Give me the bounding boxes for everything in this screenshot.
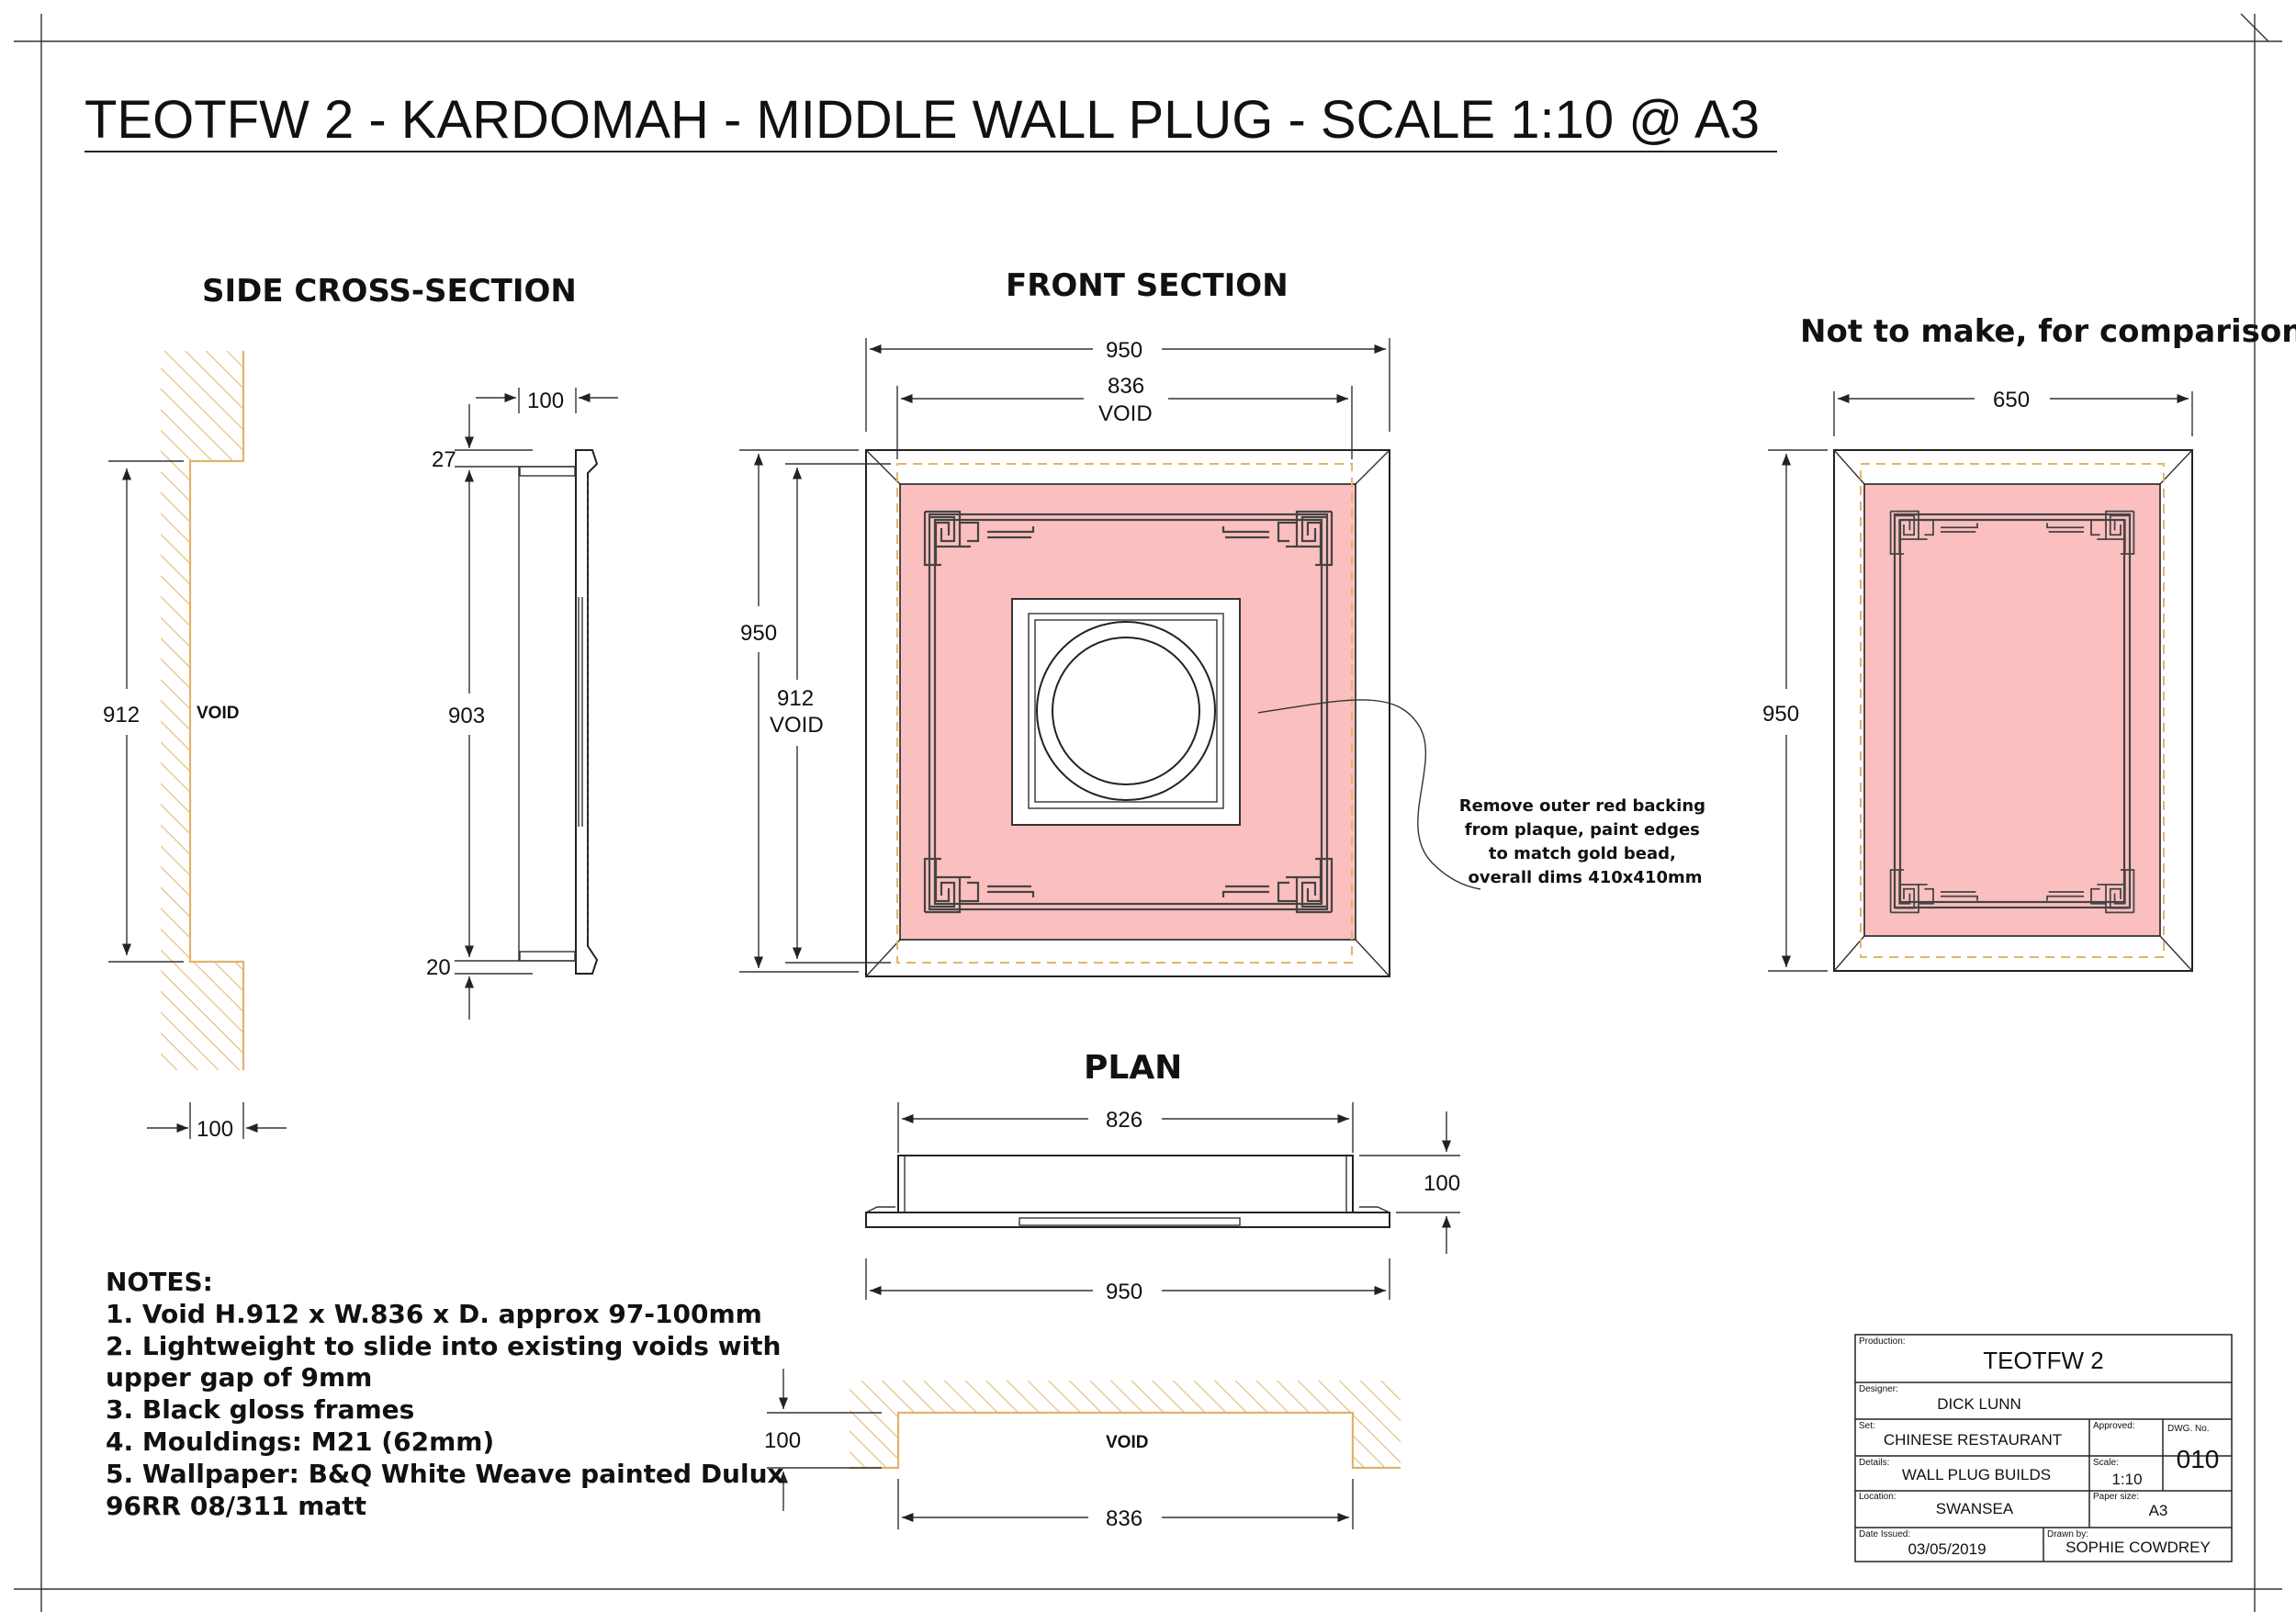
tb-drawn: SOPHIE COWDREY	[2065, 1539, 2211, 1556]
side-dim-903-text: 903	[448, 704, 485, 728]
tb-set: CHINESE RESTAURANT	[1884, 1431, 2062, 1449]
svg-text:Remove outer red backing: Remove outer red backing from plaque, pa…	[1459, 796, 1712, 887]
front-dim-950-text: 950	[1106, 338, 1142, 363]
annotation-line-2: from plaque, paint edges	[1465, 820, 1700, 840]
front-dim-950-top: 950	[865, 338, 1390, 432]
comparison-dim-950: 950	[1762, 449, 1828, 972]
side-dim-100-top: 100	[476, 388, 618, 413]
heading-front-section: FRONT SECTION	[1006, 267, 1289, 304]
tb-details: WALL PLUG BUILDS	[1902, 1466, 2051, 1483]
tb-date-label: Date Issued:	[1859, 1529, 1910, 1539]
plan-dim-100: 100	[1359, 1111, 1460, 1254]
plan-dim-950-text: 950	[1106, 1280, 1142, 1304]
tb-details-label: Details:	[1859, 1458, 1889, 1468]
side-dim-912-text: 912	[103, 703, 140, 727]
front-dim-836-void: VOID	[1098, 401, 1153, 426]
comparison-dim-950-text: 950	[1762, 702, 1799, 727]
side-dim-27-text: 27	[432, 447, 456, 472]
side-profile	[518, 449, 599, 975]
front-dim-950-side-text: 950	[740, 621, 777, 646]
leader-annotation: Remove outer red backing from plaque, pa…	[1257, 699, 1712, 890]
note-2-cont: upper gap of 9mm	[106, 1362, 372, 1393]
front-dim-912: 912 VOID	[770, 463, 891, 964]
plan-void-label: VOID	[1106, 1433, 1148, 1452]
void-dim-100-text: 100	[764, 1428, 801, 1453]
notes: NOTES: 1. Void H.912 x W.836 x D. approx…	[106, 1267, 793, 1521]
tb-date: 03/05/2019	[1908, 1540, 1986, 1558]
heading-comparison: Not to make, for comparison	[1800, 313, 2296, 350]
note-2: 2. Lightweight to slide into existing vo…	[106, 1331, 782, 1361]
front-dim-912-text: 912	[777, 686, 814, 711]
front-dim-836-text: 836	[1108, 374, 1144, 399]
side-wall-section: VOID	[161, 351, 245, 1070]
tb-scale: 1:10	[2111, 1471, 2142, 1488]
void-dim-836: 836	[897, 1479, 1354, 1531]
front-dim-836: 836 VOID	[896, 374, 1353, 459]
tb-production-label: Production:	[1859, 1336, 1906, 1347]
plan-view	[865, 1155, 1390, 1228]
annotation-line-3: to match gold bead,	[1489, 844, 1676, 863]
tb-drawn-label: Drawn by:	[2047, 1529, 2088, 1539]
front-dim-912-void: VOID	[770, 713, 824, 738]
sheet-border	[14, 13, 2282, 1612]
annotation-line-4: overall dims 410x410mm	[1469, 868, 1703, 887]
side-dim-100-text: 100	[197, 1117, 233, 1142]
comparison-dim-650: 650	[1833, 388, 2193, 436]
note-1: 1. Void H.912 x W.836 x D. approx 97-100…	[106, 1299, 762, 1329]
void-dim-836-text: 836	[1106, 1506, 1142, 1531]
tb-dwg: 010	[2177, 1445, 2220, 1473]
note-4: 4. Mouldings: M21 (62mm)	[106, 1427, 494, 1457]
tb-designer: DICK LUNN	[1937, 1395, 2021, 1413]
tb-set-label: Set:	[1859, 1421, 1875, 1431]
side-dim-100-top-text: 100	[527, 389, 564, 413]
notes-heading: NOTES:	[106, 1267, 213, 1297]
side-dim-912: 912	[103, 460, 184, 963]
plan-dim-100-text: 100	[1424, 1171, 1460, 1196]
tb-dwg-label: DWG. No.	[2167, 1424, 2210, 1434]
tb-paper: A3	[2149, 1502, 2168, 1519]
heading-plan: PLAN	[1084, 1049, 1182, 1087]
tb-paper-label: Paper size:	[2093, 1492, 2139, 1502]
tb-location: SWANSEA	[1936, 1500, 2014, 1517]
heading-side-cross-section: SIDE CROSS-SECTION	[202, 273, 577, 310]
note-5: 5. Wallpaper: B&Q White Weave painted Du…	[106, 1459, 784, 1489]
tb-approved-label: Approved:	[2093, 1421, 2135, 1431]
side-void-label: VOID	[197, 704, 239, 723]
tb-scale-label: Scale:	[2093, 1458, 2119, 1468]
plan-wall-void: VOID	[850, 1381, 1401, 1470]
comparison-dim-650-text: 650	[1993, 388, 2030, 412]
front-panel	[865, 449, 1390, 977]
plan-dim-826: 826	[897, 1102, 1354, 1153]
void-dim-100: 100	[764, 1369, 882, 1511]
side-dim-20-text: 20	[426, 955, 451, 980]
tb-designer-label: Designer:	[1859, 1384, 1898, 1394]
side-dim-27-903-20: 27 903 20	[426, 404, 533, 1020]
annotation-line-1: Remove outer red backing	[1459, 796, 1705, 816]
plan-dim-950: 950	[865, 1258, 1390, 1304]
front-dim-950-side: 950	[739, 449, 859, 973]
tb-production: TEOTFW 2	[1983, 1347, 2103, 1374]
side-dim-100-bottom: 100	[147, 1102, 287, 1142]
note-3: 3. Black gloss frames	[106, 1394, 414, 1425]
page-title: TEOTFW 2 - KARDOMAH - MIDDLE WALL PLUG -…	[84, 90, 1760, 150]
comparison-panel	[1833, 449, 2193, 972]
plan-dim-826-text: 826	[1106, 1108, 1142, 1133]
note-5-cont: 96RR 08/311 matt	[106, 1491, 366, 1521]
title-block: Production: TEOTFW 2 Designer: DICK LUNN…	[1854, 1334, 2233, 1562]
svg-text:NOTES: 1. Void H.912 x W: NOTES: 1. Void H.912 x W.836 x D. approx…	[106, 1267, 793, 1521]
tb-location-label: Location:	[1859, 1492, 1896, 1502]
